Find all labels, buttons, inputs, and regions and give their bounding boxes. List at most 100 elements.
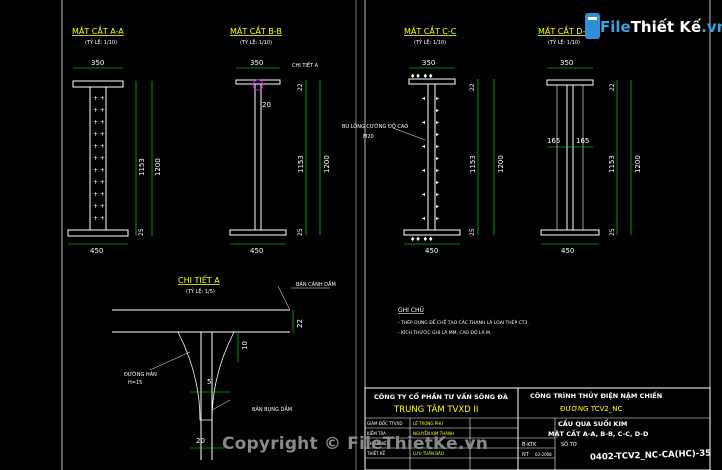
title-block-project: CÔNG TRÌNH THỦY ĐIỆN NẬM CHIẾN [530,390,662,400]
svg-text:▸: ▸ [436,95,439,102]
detail-a-web-label: BẢN BỤNG DẦM [252,405,292,413]
svg-text:+ +: + + [93,131,105,138]
title-block-stage: B-KTK [522,442,537,448]
section-dd-dim-top: 350 [560,59,573,67]
svg-text:▸: ▸ [436,203,439,210]
notes-line-1: - THÉP DÙNG ĐỂ CHẾ TẠO CÁC THANH LÀ LOẠI… [398,318,530,326]
title-block-date-label: NT [522,452,530,458]
title-block-r4a: THIẾT KẾ [366,450,385,456]
svg-text:▸: ▸ [436,119,439,126]
section-cc-dim-top: 350 [422,59,435,67]
svg-text:♦♦ ♦♦: ♦♦ ♦♦ [410,73,433,80]
title-block-date: 03-2008 [535,452,552,457]
section-bb-dim-top: 350 [250,59,263,67]
notes-title: GHI CHÚ [398,307,424,314]
section-dd: MẶT CẮT D-D (TỶ LỆ: 1/10) 350 165 165 22… [538,24,642,255]
section-aa: MẶT CẮT A-A (TỶ LỆ: 1/10) 350 + ++ ++ + … [67,24,162,255]
detail-a-title: CHI TIẾT A [178,274,220,285]
detail-a-scale: (TỶ LỆ: 1/5) [186,287,215,295]
section-dd-dim-ttop: 22 [609,83,616,91]
svg-text:+ +: + + [93,119,105,126]
title-block-bridge: CẦU QUA SUỐI KIM [558,418,627,428]
svg-text:▸: ▸ [436,215,439,222]
detail-a-dim-22: 22 [296,319,304,328]
title-block-r3a: CHỦ NHIỆM [367,441,391,446]
section-dd-dim-left: 165 [547,137,560,145]
detail-a-flange-label: BẢN CÁNH DẦM [296,280,336,288]
svg-text:▸: ▸ [436,191,439,198]
title-block-center: TRUNG TÂM TVXD II [393,403,478,415]
section-bb-dim-inner: 1153 [297,155,305,173]
section-cc-dim-ttop: 22 [469,83,476,91]
svg-text:+ +: + + [93,155,105,162]
notes: GHI CHÚ - THÉP DÙNG ĐỂ CHẾ TẠO CÁC THANH… [398,307,530,336]
section-dd-dim-bottom: 450 [561,247,574,255]
section-dd-scale: (TỶ LỆ: 1/10) [548,38,580,46]
section-aa-scale: (TỶ LỆ: 1/10) [85,38,117,46]
logo-text: FileThiết Kế.vn [600,18,722,36]
svg-text:+ +: + + [93,215,105,222]
svg-text:▸: ▸ [436,155,439,162]
section-cc-scale: (TỶ LỆ: 1/10) [414,38,446,46]
section-cc-dim-bottom: 450 [425,247,438,255]
section-cc-dim-tbot: 25 [469,228,476,236]
svg-text:◂: ◂ [422,143,425,150]
svg-text:◂: ◂ [422,191,425,198]
title-block-road: ĐƯỜNG TCV2_NC [560,404,622,413]
section-bb: MẶT CẮT B-B (TỶ LỆ: 1/10) 350 CHI TIẾT A… [229,24,331,255]
title-block-r2b: NGUYỄN KIM THÀNH [413,431,454,436]
section-bb-dim-tbot: 25 [297,228,304,236]
section-cc-dim-outer: 1200 [497,155,505,173]
section-dd-dim-inner: 1153 [608,155,616,173]
section-aa-title: MẶT CẮT A-A [72,24,124,37]
section-cc: MẶT CẮT C-C (TỶ LỆ: 1/10) 350 ♦♦ ♦♦ ♦♦ ♦♦… [342,24,505,255]
section-dd-dim-outer: 1200 [634,155,642,173]
section-bb-title: MẶT CẮT B-B [230,24,282,37]
section-cc-title: MẶT CẮT C-C [404,24,457,37]
title-block-sheet-label: SỐ TỜ [561,440,577,448]
section-aa-dim-bottom: 450 [90,247,103,255]
svg-text:▸: ▸ [436,107,439,114]
title-block-code: 0402-TCV2_NC-CA(HC)-35 [590,449,711,463]
svg-text:+ +: + + [93,167,105,174]
section-dd-dim-tbot: 25 [609,228,616,236]
section-aa-dim-top: 350 [91,59,104,67]
section-dd-dim-right: 165 [576,137,589,145]
section-aa-dim-inner: 1153 [138,158,146,176]
section-cc-bolt-size: M20 [363,134,374,140]
svg-text:◂: ◂ [422,95,425,102]
svg-text:+ +: + + [93,107,105,114]
section-aa-dim-outer: 1200 [154,158,162,176]
logo-icon [585,13,600,39]
section-bb-dim-web: 20 [262,101,271,109]
svg-text:+ +: + + [93,95,105,102]
section-bb-dim-bottom: 450 [250,247,263,255]
title-block-sheet: MẶT CẮT A-A, B-B, C-C, D-D [548,428,649,438]
title-block-r2a: KIỂM TRA [367,431,386,436]
svg-text:♦♦ ♦♦: ♦♦ ♦♦ [410,236,433,243]
detail-a: CHI TIẾT A (TỶ LỆ: 1/5) BẢN CÁNH DẦM 22 … [112,274,336,460]
detail-a-weld-size: H=15 [128,380,142,386]
svg-text:▸: ▸ [436,143,439,150]
section-cc-dim-inner: 1153 [469,155,477,173]
svg-text:◂: ◂ [422,215,425,222]
section-bb-dim-ttop: 22 [297,83,304,91]
section-dd-title: MẶT CẮT D-D [538,24,592,37]
detail-a-dim-5: 5 [207,378,211,386]
svg-text:▸: ▸ [436,167,439,174]
svg-text:▸: ▸ [436,179,439,186]
section-cc-bolts: ♦♦ ♦♦♦♦ ♦♦ ▸▸▸▸ ▸▸▸▸ ▸▸▸ ◂◂◂◂◂◂ [410,73,439,243]
title-block-r1a: GIÁM ĐỐC TTVXD [367,421,402,426]
section-aa-dim-tbot: 25 [138,228,145,236]
svg-text:◂: ◂ [422,167,425,174]
svg-text:▸: ▸ [436,131,439,138]
detail-a-weld-label: ĐƯỜNG HÀN [124,371,157,378]
svg-text:+ +: + + [93,143,105,150]
detail-a-dim-10: 10 [241,341,249,350]
notes-line-2: - KÍCH THƯỚC GHI LÀ MM, CAO ĐỘ LÀ M. [398,329,491,336]
svg-text:+ +: + + [93,191,105,198]
svg-text:+ +: + + [93,203,105,210]
section-bb-scale: (TỶ LỆ: 1/10) [240,38,272,46]
title-block-r4b: LƯU TUẤN BẢO [413,451,444,456]
